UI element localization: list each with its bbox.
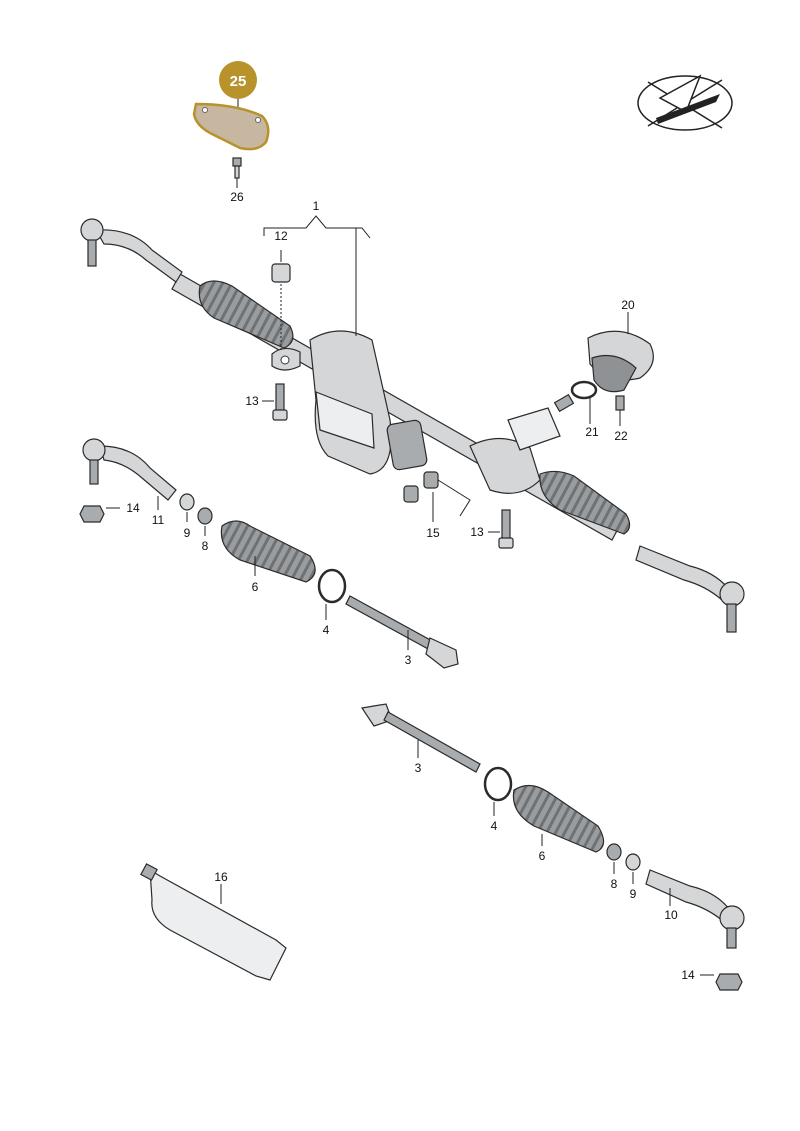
- locknut-9-right: 9: [625, 853, 641, 901]
- callout-15: 15: [426, 526, 440, 540]
- grease-tube-16: 16: [140, 863, 287, 981]
- nut-14-left: 14: [79, 501, 140, 523]
- bolt-22: 22: [614, 395, 628, 443]
- left-tie-rod-end-11: 11: [82, 438, 177, 527]
- callout-8-right: 8: [611, 877, 618, 891]
- pinion-housing: [469, 437, 541, 494]
- clip-4-right: 4: [483, 766, 513, 833]
- callout-20: 20: [621, 298, 635, 312]
- callout-4-left: 4: [323, 623, 330, 637]
- right-rack-boot: [539, 470, 631, 535]
- nut-12: 12: [271, 229, 291, 352]
- callout-8-left: 8: [202, 539, 209, 553]
- callout-13-lower: 13: [470, 525, 484, 539]
- o-ring-21: 21: [570, 380, 599, 439]
- callout-26: 26: [230, 190, 244, 204]
- callout-4-right: 4: [491, 819, 498, 833]
- outer-tie-rod-end-10: 10: [645, 869, 745, 949]
- callout-16: 16: [214, 870, 228, 884]
- clamp-8-right: 8: [606, 843, 622, 891]
- callout-12: 12: [274, 229, 288, 243]
- boot-6-right: 6: [512, 784, 605, 863]
- highlighted-part-25[interactable]: 25: [192, 61, 270, 151]
- callout-14-left: 14: [126, 501, 140, 515]
- callout-9-left: 9: [184, 526, 191, 540]
- callout-6-left: 6: [252, 580, 259, 594]
- inner-tie-rod-3-right: 3: [360, 703, 481, 775]
- bolt-13-lower: 13: [470, 509, 514, 549]
- nut-14-right: 14: [681, 968, 743, 991]
- part-25-number: 25: [230, 73, 247, 90]
- callout-9-right: 9: [630, 887, 637, 901]
- inner-tie-rod-3-left: 3: [345, 595, 459, 669]
- callout-1: 1: [313, 199, 320, 213]
- callout-21: 21: [585, 425, 599, 439]
- callout-14-right: 14: [681, 968, 695, 982]
- left-rack-boot: [198, 280, 294, 349]
- bolt-13-upper: 13: [245, 383, 288, 421]
- part-25-badge: [219, 61, 257, 99]
- locknut-9-left: 9: [179, 493, 195, 540]
- boot-6-left: 6: [220, 520, 316, 594]
- flange-seal-20: 20: [587, 298, 654, 393]
- clamp-8-left: 8: [197, 507, 213, 553]
- callout-22: 22: [614, 429, 628, 443]
- callout-3-left: 3: [405, 653, 412, 667]
- bolt-26: 26: [230, 157, 244, 204]
- sensor-15: 15: [403, 471, 471, 540]
- clip-4-left: 4: [317, 568, 347, 637]
- callout-6-right: 6: [539, 849, 546, 863]
- callout-3-right: 3: [415, 761, 422, 775]
- cover-plate: [192, 102, 270, 151]
- callout-11: 11: [152, 513, 165, 527]
- paper-plane-crossed-icon: [637, 74, 733, 131]
- steering-rack-assembly: 1: [80, 199, 745, 633]
- callout-13-upper: 13: [245, 394, 259, 408]
- callout-10: 10: [664, 908, 678, 922]
